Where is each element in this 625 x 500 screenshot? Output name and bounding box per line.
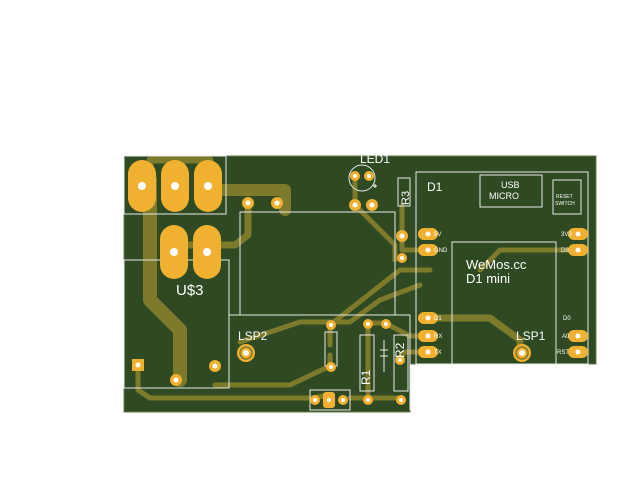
r3-outline bbox=[397, 177, 411, 207]
trace-right-top bbox=[477, 247, 571, 273]
label-pin-gnd: GND bbox=[434, 248, 448, 254]
pad-rx-hole bbox=[425, 333, 431, 339]
label-micro: MICRO bbox=[489, 191, 519, 201]
label-d1: D1 bbox=[427, 180, 443, 194]
terminal-outline bbox=[123, 155, 227, 215]
terminal-pad-hole-2 bbox=[171, 182, 179, 190]
label-pin-tx: TX bbox=[434, 350, 442, 356]
terminal-pad-hole-4 bbox=[170, 248, 178, 256]
pad-tx-hole bbox=[425, 349, 431, 355]
pad-gnd-hole bbox=[425, 247, 431, 253]
usb-outline bbox=[479, 174, 543, 208]
silkscreen bbox=[123, 155, 589, 411]
pad-r1-top-hole bbox=[366, 322, 370, 326]
pad-comp-top-hole bbox=[329, 323, 333, 327]
pad-conn-1-hole bbox=[313, 398, 317, 402]
r1-outline bbox=[359, 334, 375, 392]
label-r2: R2 bbox=[393, 342, 407, 358]
label-r3: R3 bbox=[400, 191, 412, 205]
label-r1: R1 bbox=[359, 369, 373, 385]
label-pin-d0: D0 bbox=[563, 316, 571, 322]
pad-conn-2-hole bbox=[327, 398, 331, 402]
led-plus-mark bbox=[373, 184, 377, 188]
label-d1-mini: D1 mini bbox=[466, 271, 510, 286]
label-lsp1: LSP1 bbox=[516, 329, 546, 343]
pad-d8-hole bbox=[575, 247, 581, 253]
pad-r2-top-hole bbox=[384, 322, 388, 326]
label-pin-d1: D1 bbox=[434, 316, 442, 322]
terminal-pad-hole-1 bbox=[138, 182, 146, 190]
pad-rst-hole bbox=[575, 349, 581, 355]
d1-header-pads bbox=[418, 228, 588, 358]
pad-comp-bottom-hole bbox=[329, 365, 333, 369]
led-polarity bbox=[373, 184, 377, 188]
lsp1-pad-hole bbox=[519, 350, 525, 356]
pad-e-hole bbox=[400, 256, 404, 260]
lsp1-pad-ring bbox=[515, 346, 529, 360]
label-usb: USB bbox=[501, 180, 520, 190]
label-pin-3v3: 3V3 bbox=[561, 232, 572, 238]
label-lsp2: LSP2 bbox=[238, 329, 268, 343]
label-reset: RESET bbox=[556, 194, 573, 200]
pad-r2-bottom-hole bbox=[399, 398, 403, 402]
label-us3: U$3 bbox=[176, 282, 204, 299]
pad-c-hole bbox=[352, 202, 358, 208]
d1-inner-outline bbox=[451, 241, 557, 365]
label-pin-rst: RST bbox=[557, 350, 569, 356]
trace-terminal-power bbox=[143, 173, 187, 387]
led-ring bbox=[348, 164, 376, 192]
label-pin-d8: D8 bbox=[561, 248, 569, 254]
pad-d1-hole bbox=[425, 315, 431, 321]
terminal-pads bbox=[128, 160, 222, 279]
label-wemos: WeMos.cc bbox=[466, 257, 527, 272]
r2-outline bbox=[393, 334, 409, 392]
label-led1: LED1 bbox=[360, 152, 390, 166]
lsp2-pad-hole bbox=[243, 350, 249, 356]
pad-a-hole bbox=[245, 200, 251, 206]
pad-a0-hole bbox=[575, 333, 581, 339]
label-switch: SWITCH bbox=[555, 201, 575, 207]
pad-r1-bottom-hole bbox=[366, 398, 370, 402]
small-pads bbox=[132, 171, 408, 408]
r3-pad-hole bbox=[399, 233, 405, 239]
pad-conn-3-hole bbox=[341, 398, 345, 402]
pad-5v-hole bbox=[425, 231, 431, 237]
terminal-pad-hole-3 bbox=[204, 182, 212, 190]
label-pin-a0: A0 bbox=[562, 334, 570, 340]
led-pad-2-hole bbox=[367, 174, 371, 178]
pad-us3-1-hole bbox=[173, 377, 179, 383]
lsp2-pad-ring bbox=[239, 346, 253, 360]
label-pin-rx: RX bbox=[434, 334, 442, 340]
trace-diagonal-main bbox=[327, 267, 433, 348]
reset-outline bbox=[552, 179, 582, 215]
trace-bottom-left-loop bbox=[212, 352, 333, 388]
module-lower-line bbox=[229, 314, 411, 410]
pad-us3-2-hole bbox=[212, 363, 218, 369]
led-pad-1-hole bbox=[353, 174, 357, 178]
trace-diagonal-lower bbox=[237, 282, 423, 345]
pad-b-hole bbox=[274, 200, 280, 206]
speaker-pads bbox=[237, 344, 531, 362]
copper-traces bbox=[135, 156, 571, 403]
pad-us3-square-hole bbox=[135, 362, 141, 368]
pad-3v3-hole bbox=[575, 231, 581, 237]
terminal-pad-hole-5 bbox=[203, 248, 211, 256]
label-pin-5v: 5V bbox=[434, 232, 441, 238]
pad-cap-mid-hole bbox=[398, 358, 402, 362]
pad-d-hole bbox=[369, 202, 375, 208]
silkscreen-labels: LED1 R3 D1 USB MICRO RESET SWITCH 5V GND… bbox=[176, 152, 575, 385]
cap-outline bbox=[380, 340, 388, 372]
